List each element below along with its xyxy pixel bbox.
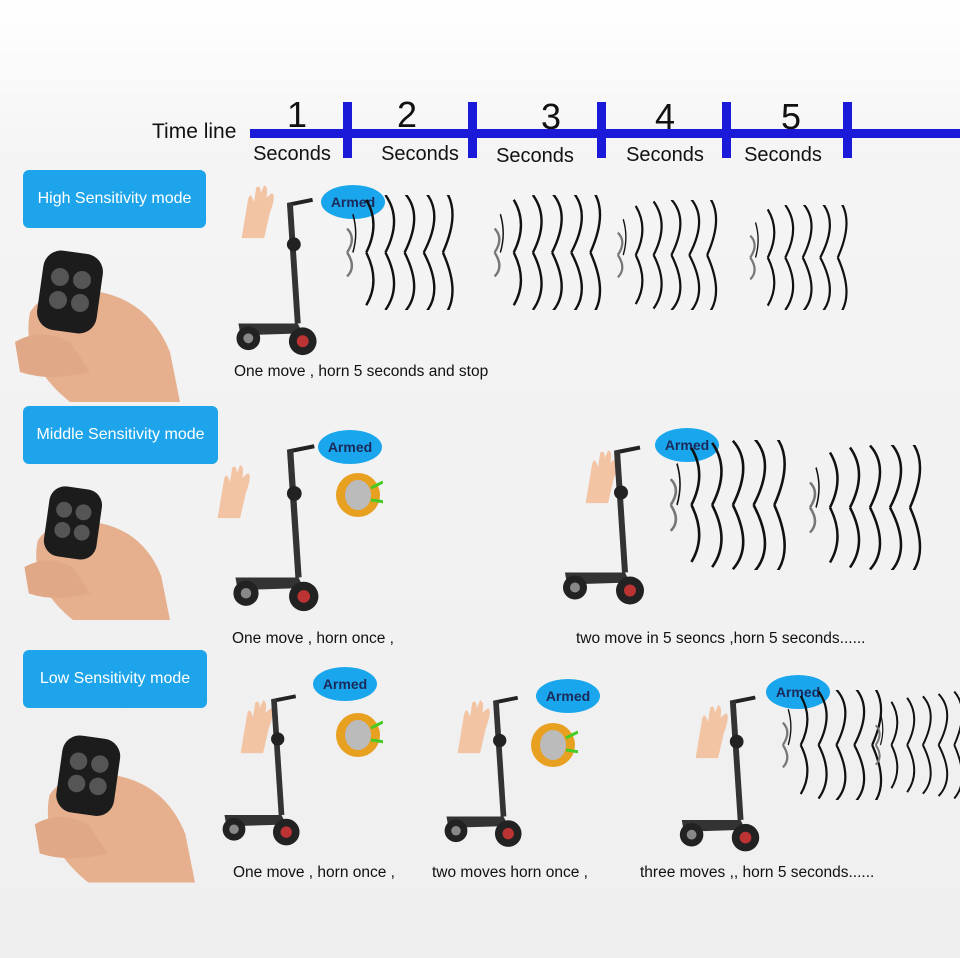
timeline-unit: Seconds	[626, 144, 704, 166]
horn-sound-waves-icon	[860, 690, 960, 800]
horn-sound-waves-icon	[325, 195, 465, 310]
timeline-number: 5	[780, 96, 802, 137]
horn-speaker-icon	[528, 720, 578, 770]
timeline-unit: Seconds	[744, 144, 822, 166]
scooter-icon	[225, 430, 330, 620]
timeline-tick	[343, 102, 352, 158]
caption: One move , horn 5 seconds and stop	[234, 363, 489, 380]
timeline-unit: Seconds	[381, 143, 459, 165]
timeline-number: 2	[396, 94, 418, 135]
horn-speaker-icon	[333, 470, 383, 520]
caption: One move , horn once ,	[233, 864, 395, 881]
timeline-number: 4	[654, 96, 676, 137]
middle-sensitivity-mode-label: Middle Sensitivity mode	[23, 406, 218, 464]
scooter-icon	[555, 425, 655, 620]
timeline-tick	[843, 102, 852, 158]
armed-bubble: Armed	[655, 428, 719, 462]
remote-key-fob-hand-icon	[10, 470, 180, 620]
low-sensitivity-mode-label: Low Sensitivity mode	[23, 650, 207, 708]
caption: two move in 5 seoncs ,horn 5 seconds....…	[576, 630, 866, 647]
timeline-label: Time line	[152, 120, 237, 143]
timeline-number: 3	[540, 96, 562, 137]
scooter-icon	[215, 675, 310, 860]
timeline-tick	[468, 102, 477, 158]
remote-key-fob-hand-icon	[30, 715, 195, 885]
high-sensitivity-mode-label: High Sensitivity mode	[23, 170, 206, 228]
horn-sound-waves-icon	[600, 200, 725, 310]
horn-sound-waves-icon	[650, 440, 795, 570]
scooter-icon	[437, 678, 532, 860]
timeline-number: 1	[286, 94, 308, 135]
armed-bubble: Armed	[318, 430, 382, 464]
horn-sound-waves-icon	[790, 445, 930, 570]
timeline-tick	[597, 102, 606, 158]
caption: three moves ,, horn 5 seconds......	[640, 864, 875, 881]
horn-speaker-icon	[333, 710, 383, 760]
timeline-tick	[722, 102, 731, 158]
armed-bubble: Armed	[536, 679, 600, 713]
caption: two moves horn once ,	[432, 864, 588, 881]
scooter-icon	[672, 680, 770, 862]
armed-bubble: Armed	[766, 675, 830, 709]
timeline-unit: Seconds	[496, 145, 574, 167]
horn-sound-waves-icon	[728, 205, 860, 310]
armed-bubble: Armed	[313, 667, 377, 701]
timeline-unit: Seconds	[253, 143, 331, 165]
remote-key-fob-hand-icon	[10, 232, 180, 402]
horn-sound-waves-icon	[475, 195, 610, 310]
caption: One move , horn once ,	[232, 630, 394, 647]
armed-bubble: Armed	[321, 185, 385, 219]
scooter-icon	[228, 185, 328, 363]
